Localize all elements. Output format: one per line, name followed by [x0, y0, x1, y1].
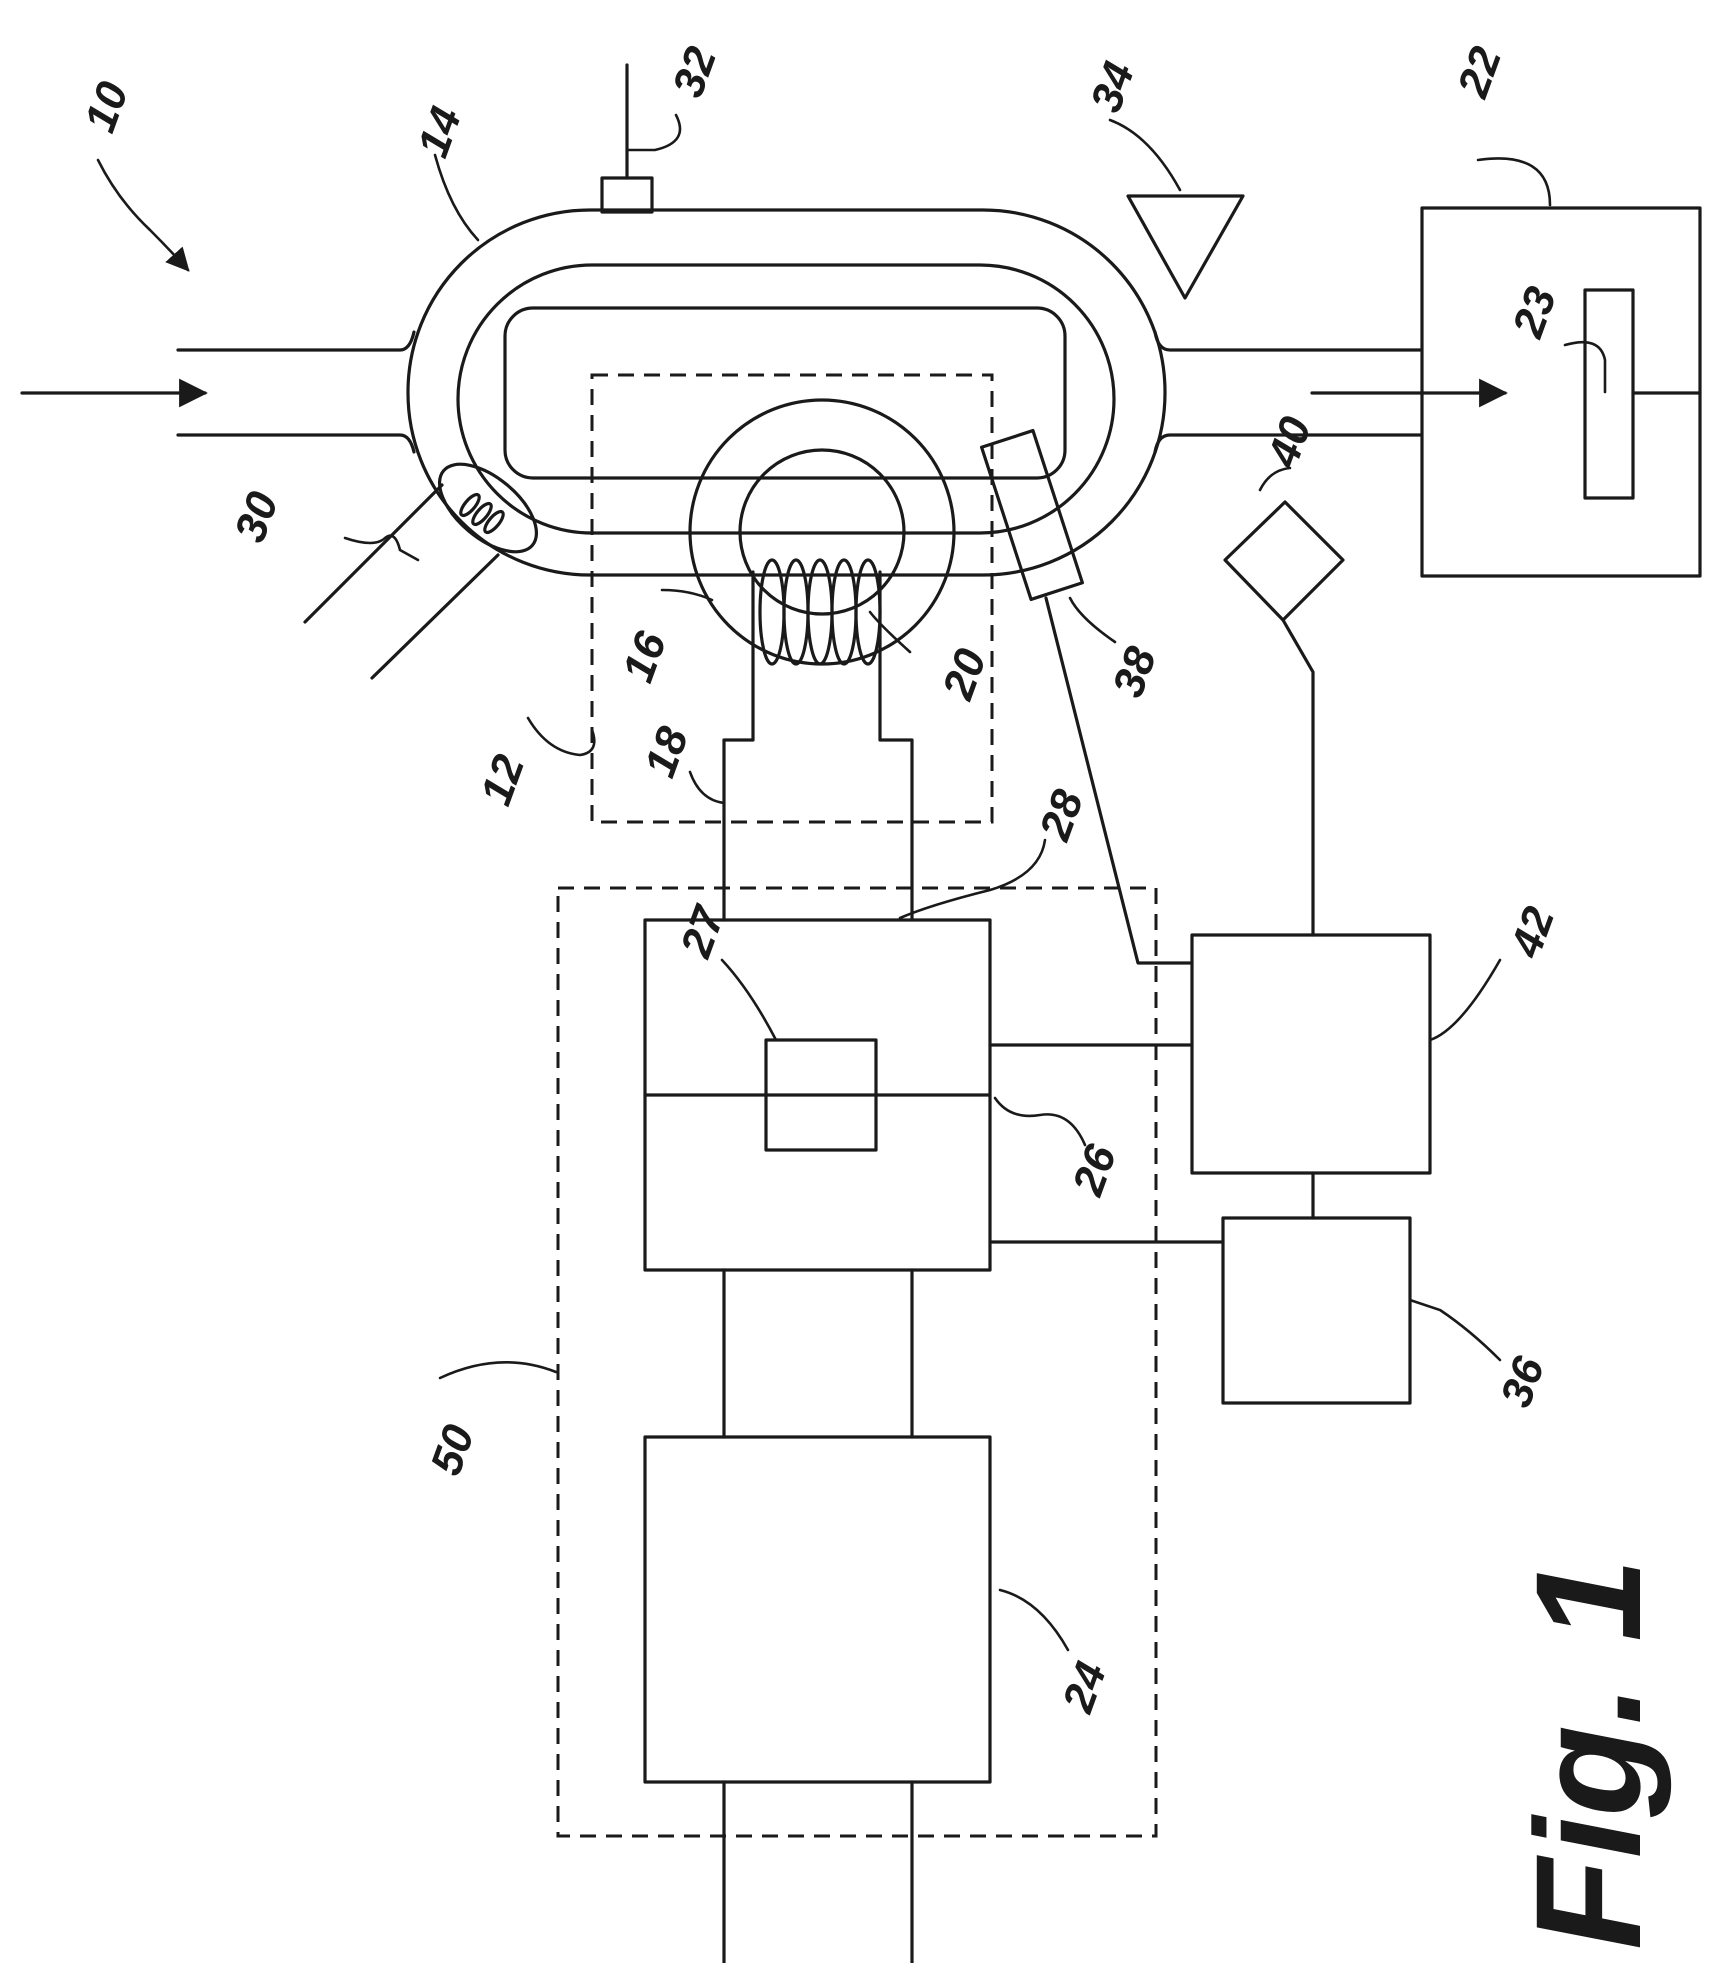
- ref-10: 10: [75, 75, 138, 138]
- box-42: [1192, 935, 1430, 1173]
- triangle-34: [1128, 196, 1243, 298]
- figure-label: Fig. 1: [1504, 1558, 1672, 1950]
- shaft-18: [724, 572, 912, 920]
- coil-30: [305, 448, 552, 678]
- ref-40: 40: [1258, 410, 1321, 474]
- box-24: [645, 1437, 990, 1782]
- ref-18: 18: [635, 720, 698, 783]
- housing-loop-14: [408, 210, 1165, 575]
- ref-26: 26: [1063, 1138, 1126, 1202]
- ref-22: 22: [1448, 40, 1511, 104]
- ref-34: 34: [1081, 56, 1144, 119]
- ref-32: 32: [663, 40, 726, 103]
- inlet-pipe: [178, 332, 414, 452]
- ref-30: 30: [225, 485, 288, 548]
- ref-42: 42: [1501, 900, 1564, 964]
- ref-12: 12: [471, 748, 534, 811]
- sensor-40: [1225, 502, 1343, 935]
- leader-lines: [98, 115, 1605, 1650]
- sensor-32: [602, 65, 652, 212]
- ref-28: 28: [1030, 783, 1093, 847]
- ref-14: 14: [408, 101, 471, 164]
- ref-24: 24: [1053, 1656, 1116, 1720]
- ref-20: 20: [933, 642, 996, 706]
- box-26-28: [645, 920, 990, 1270]
- ref-50: 50: [421, 1418, 484, 1481]
- ref-16: 16: [613, 625, 676, 688]
- reference-numerals: 10 14 32 34 22 23 30 40 16 20 38 12 18 2…: [75, 40, 1566, 1719]
- ref-38: 38: [1103, 640, 1166, 703]
- ref-23: 23: [1503, 281, 1566, 345]
- box-36: [1223, 1218, 1410, 1403]
